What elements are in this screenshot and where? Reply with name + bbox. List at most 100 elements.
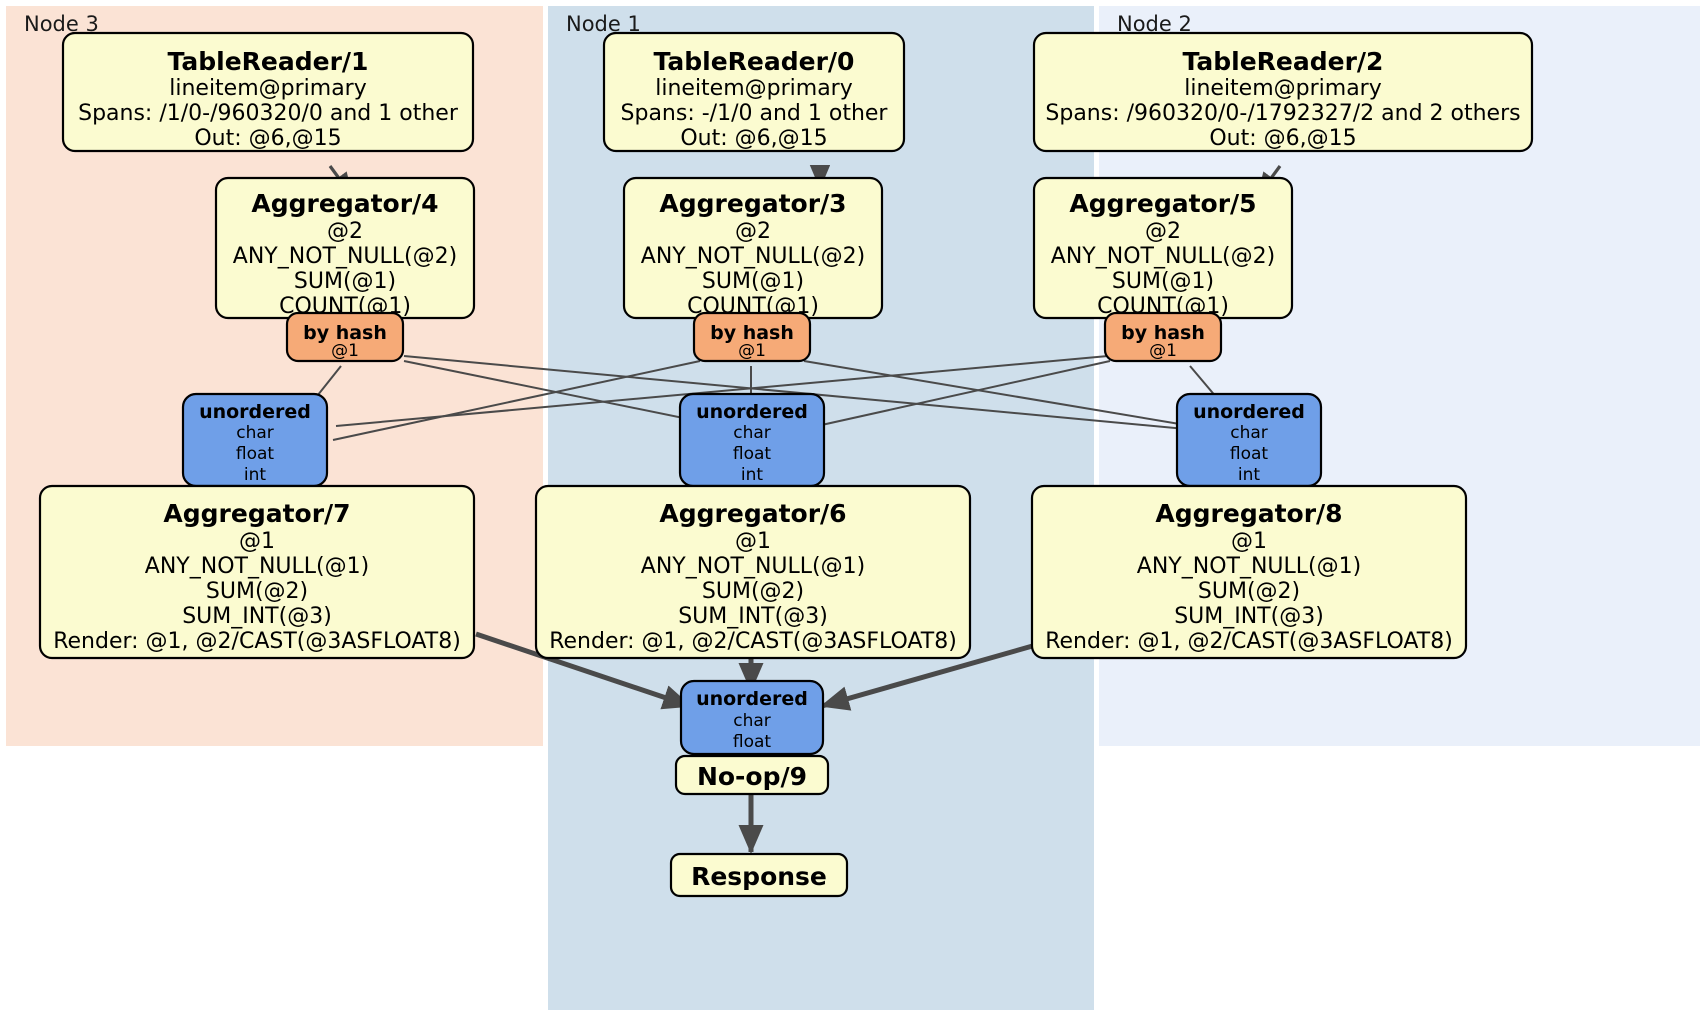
aggregator-5-line-2: SUM(@1) <box>1112 269 1214 294</box>
aggregator-7-line-0: @1 <box>239 529 275 554</box>
node-unordered-center[interactable]: unordered char float int <box>678 392 826 488</box>
aggregator-4-line-1: ANY_NOT_NULL(@2) <box>233 244 457 269</box>
aggregator-6-line-4: Render: @1, @2/CAST(@3ASFLOAT8) <box>549 629 957 654</box>
aggregator-8-line-4: Render: @1, @2/CAST(@3ASFLOAT8) <box>1045 629 1453 654</box>
node-aggregator-8[interactable]: Aggregator/8 @1 ANY_NOT_NULL(@1) SUM(@2)… <box>1030 484 1468 660</box>
byhash-right-title: by hash <box>1121 322 1205 344</box>
aggregator-7-box[interactable] <box>38 484 476 660</box>
unordered-center-title: unordered <box>696 401 808 423</box>
tablereader-2-line-2: Out: @6,@15 <box>1209 126 1356 151</box>
aggregator-7-line-4: Render: @1, @2/CAST(@3ASFLOAT8) <box>53 629 461 654</box>
edge-aggregator8-to-final-unordered <box>820 642 1037 711</box>
aggregator-3-line-2: SUM(@1) <box>702 269 804 294</box>
unordered-left-line-2: int <box>244 465 266 485</box>
unordered-final-box[interactable] <box>679 679 825 756</box>
unordered-right-line-0: char <box>1230 423 1268 443</box>
node-unordered-right[interactable]: unordered char float int <box>1175 392 1323 488</box>
aggregator-3-title: Aggregator/3 <box>659 189 846 218</box>
aggregator-8-line-1: ANY_NOT_NULL(@1) <box>1137 554 1361 579</box>
response-box[interactable] <box>669 852 849 898</box>
aggregator-5-line-0: @2 <box>1145 219 1181 244</box>
node-aggregator-3[interactable]: Aggregator/3 @2 ANY_NOT_NULL(@2) SUM(@1)… <box>622 176 884 320</box>
aggregator-7-line-1: ANY_NOT_NULL(@1) <box>145 554 369 579</box>
aggregator-6-line-1: ANY_NOT_NULL(@1) <box>641 554 865 579</box>
node-aggregator-5[interactable]: Aggregator/5 @2 ANY_NOT_NULL(@2) SUM(@1)… <box>1032 176 1294 320</box>
node-tablereader-0[interactable]: TableReader/0 lineitem@primary Spans: -/… <box>602 31 906 153</box>
unordered-left-line-1: float <box>236 444 275 464</box>
tablereader-0-title: TableReader/0 <box>654 47 855 76</box>
edge-aggregator7-to-final-unordered <box>475 631 692 710</box>
node-aggregator-6[interactable]: Aggregator/6 @1 ANY_NOT_NULL(@1) SUM(@2)… <box>534 484 972 660</box>
tablereader-0-line-0: lineitem@primary <box>655 76 853 101</box>
node-byhash-right[interactable]: by hash @1 <box>1103 311 1223 363</box>
node-tablereader-1[interactable]: TableReader/1 lineitem@primary Spans: /1… <box>61 31 475 153</box>
aggregator-8-box[interactable] <box>1030 484 1468 660</box>
byhash-center-line-0: @1 <box>738 341 766 361</box>
aggregator-4-title: Aggregator/4 <box>251 189 438 218</box>
aggregator-8-line-0: @1 <box>1231 529 1267 554</box>
aggregator-8-title: Aggregator/8 <box>1155 499 1342 528</box>
aggregator-8-line-3: SUM_INT(@3) <box>1174 604 1324 629</box>
node-unordered-final[interactable]: unordered char float <box>679 679 825 756</box>
tablereader-0-line-1: Spans: -/1/0 and 1 other <box>621 101 889 126</box>
edge-hash-right-to-unordered-center <box>789 360 1111 433</box>
unordered-right-line-2: int <box>1238 465 1260 485</box>
aggregator-8-line-2: SUM(@2) <box>1198 579 1300 604</box>
tablereader-1-title: TableReader/1 <box>168 47 369 76</box>
tablereader-2-box[interactable] <box>1032 31 1534 153</box>
tablereader-2-line-0: lineitem@primary <box>1184 76 1382 101</box>
node-unordered-left[interactable]: unordered char float int <box>181 392 329 488</box>
byhash-left-title: by hash <box>303 322 387 344</box>
unordered-right-line-1: float <box>1230 444 1269 464</box>
noop-9-title: No-op/9 <box>697 762 807 791</box>
aggregator-6-title: Aggregator/6 <box>659 499 846 528</box>
node-byhash-center[interactable]: by hash @1 <box>692 311 812 363</box>
byhash-center-box[interactable] <box>692 311 812 363</box>
aggregator-7-line-2: SUM(@2) <box>206 579 308 604</box>
unordered-left-title: unordered <box>199 401 311 423</box>
noop-9-box[interactable] <box>674 754 830 796</box>
tablereader-1-line-0: lineitem@primary <box>169 76 367 101</box>
aggregator-6-line-0: @1 <box>735 529 771 554</box>
node-response[interactable]: Response <box>669 852 849 898</box>
unordered-center-line-1: float <box>733 444 772 464</box>
edge-hash-left-to-unordered-right <box>403 355 1283 439</box>
aggregator-7-line-3: SUM_INT(@3) <box>182 604 332 629</box>
unordered-final-line-1: float <box>733 732 772 752</box>
aggregator-3-line-0: @2 <box>735 219 771 244</box>
byhash-left-line-0: @1 <box>331 341 359 361</box>
unordered-right-title: unordered <box>1193 401 1305 423</box>
tablereader-2-title: TableReader/2 <box>1183 47 1384 76</box>
node-aggregator-7[interactable]: Aggregator/7 @1 ANY_NOT_NULL(@1) SUM(@2)… <box>38 484 476 660</box>
unordered-left-line-0: char <box>236 423 274 443</box>
response-title: Response <box>691 862 827 891</box>
aggregator-4-line-2: SUM(@1) <box>294 269 396 294</box>
unordered-center-line-2: int <box>741 465 763 485</box>
aggregator-6-line-2: SUM(@2) <box>702 579 804 604</box>
unordered-center-line-0: char <box>733 423 771 443</box>
tablereader-1-line-2: Out: @6,@15 <box>194 126 341 151</box>
node-tablereader-2[interactable]: TableReader/2 lineitem@primary Spans: /9… <box>1032 31 1534 153</box>
node-noop-9[interactable]: No-op/9 <box>674 754 830 796</box>
byhash-left-box[interactable] <box>285 311 405 363</box>
node-byhash-left[interactable]: by hash @1 <box>285 311 405 363</box>
byhash-right-line-0: @1 <box>1149 341 1177 361</box>
aggregator-6-line-3: SUM_INT(@3) <box>678 604 828 629</box>
aggregator-5-title: Aggregator/5 <box>1069 189 1256 218</box>
tablereader-2-line-1: Spans: /960320/0-/1792327/2 and 2 others <box>1045 101 1520 126</box>
aggregator-4-line-0: @2 <box>327 219 363 244</box>
aggregator-3-line-1: ANY_NOT_NULL(@2) <box>641 244 865 269</box>
tablereader-1-line-1: Spans: /1/0-/960320/0 and 1 other <box>78 101 459 126</box>
byhash-center-title: by hash <box>710 322 794 344</box>
tablereader-0-box[interactable] <box>602 31 906 153</box>
tablereader-0-line-2: Out: @6,@15 <box>680 126 827 151</box>
byhash-right-box[interactable] <box>1103 311 1223 363</box>
aggregator-5-line-1: ANY_NOT_NULL(@2) <box>1051 244 1275 269</box>
unordered-final-line-0: char <box>733 711 771 731</box>
tablereader-1-box[interactable] <box>61 31 475 153</box>
aggregator-6-box[interactable] <box>534 484 972 660</box>
aggregator-7-title: Aggregator/7 <box>163 499 350 528</box>
node-aggregator-4[interactable]: Aggregator/4 @2 ANY_NOT_NULL(@2) SUM(@1)… <box>214 176 476 320</box>
